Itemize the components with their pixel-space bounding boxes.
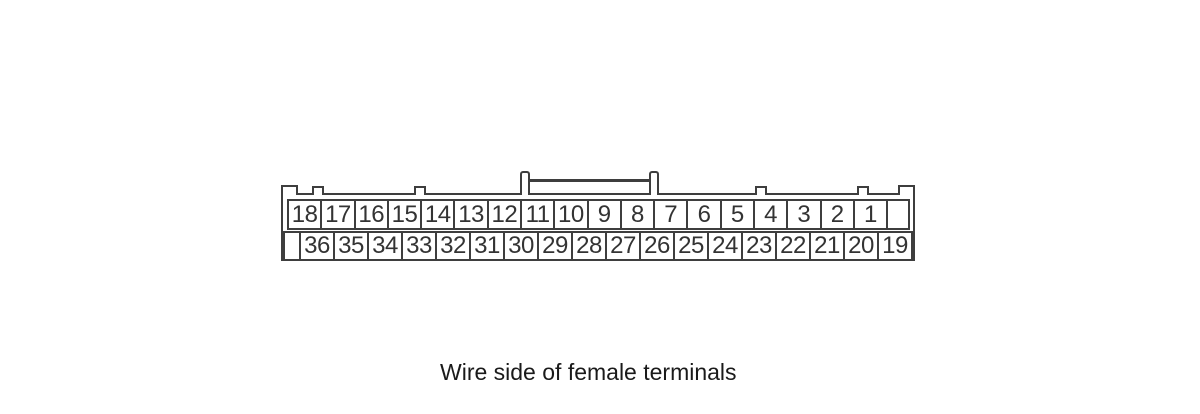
- housing-tab-3: [755, 186, 767, 195]
- pin-15: 15: [386, 199, 423, 230]
- housing-tab-4: [857, 186, 869, 195]
- pin-22: 22: [775, 231, 811, 261]
- pin-1: 1: [852, 199, 889, 230]
- pin-5: 5: [719, 199, 755, 230]
- pin-20: 20: [843, 231, 879, 261]
- pin-4: 4: [752, 199, 789, 230]
- pin-6: 6: [686, 199, 722, 230]
- pin-23: 23: [741, 231, 777, 261]
- latch-post-right: [649, 171, 659, 195]
- latch-bridge-bar: [525, 179, 655, 182]
- pin-13: 13: [453, 199, 489, 230]
- caption: Wire side of female terminals: [440, 359, 737, 385]
- pin-33: 33: [401, 231, 437, 261]
- pin-8: 8: [619, 199, 656, 230]
- pin-11: 11: [519, 199, 556, 230]
- latch-post-left: [520, 171, 530, 195]
- pin-29: 29: [537, 231, 573, 261]
- pin-2: 2: [819, 199, 855, 230]
- blank-cell-top-right: [886, 199, 911, 230]
- pin-row-top: 18 17 16 15 14 13 12 11 10 9 8 7 6 5 4 3…: [287, 199, 911, 230]
- pin-17: 17: [320, 199, 356, 230]
- housing-tab-2: [414, 186, 426, 195]
- pin-19: 19: [877, 231, 913, 261]
- pin-25: 25: [673, 231, 709, 261]
- pin-35: 35: [333, 231, 369, 261]
- pin-7: 7: [653, 199, 689, 230]
- pin-34: 34: [367, 231, 403, 261]
- pin-14: 14: [420, 199, 456, 230]
- pin-row-bottom: 36 35 34 33 32 31 30 29 28 27 26 25 24 2…: [283, 231, 913, 261]
- pin-24: 24: [707, 231, 743, 261]
- pin-32: 32: [435, 231, 471, 261]
- housing-step-right: [898, 185, 915, 195]
- pin-16: 16: [353, 199, 389, 230]
- pin-31: 31: [469, 231, 505, 261]
- pin-30: 30: [503, 231, 539, 261]
- pin-28: 28: [571, 231, 607, 261]
- pin-18: 18: [287, 199, 323, 230]
- pin-26: 26: [639, 231, 675, 261]
- pin-9: 9: [586, 199, 622, 230]
- housing-tab-1: [312, 186, 324, 195]
- pin-36: 36: [299, 231, 335, 261]
- pin-27: 27: [605, 231, 641, 261]
- pin-21: 21: [809, 231, 845, 261]
- housing-step-left: [281, 185, 298, 195]
- pin-3: 3: [786, 199, 822, 230]
- pin-10: 10: [553, 199, 589, 230]
- pin-12: 12: [486, 199, 522, 230]
